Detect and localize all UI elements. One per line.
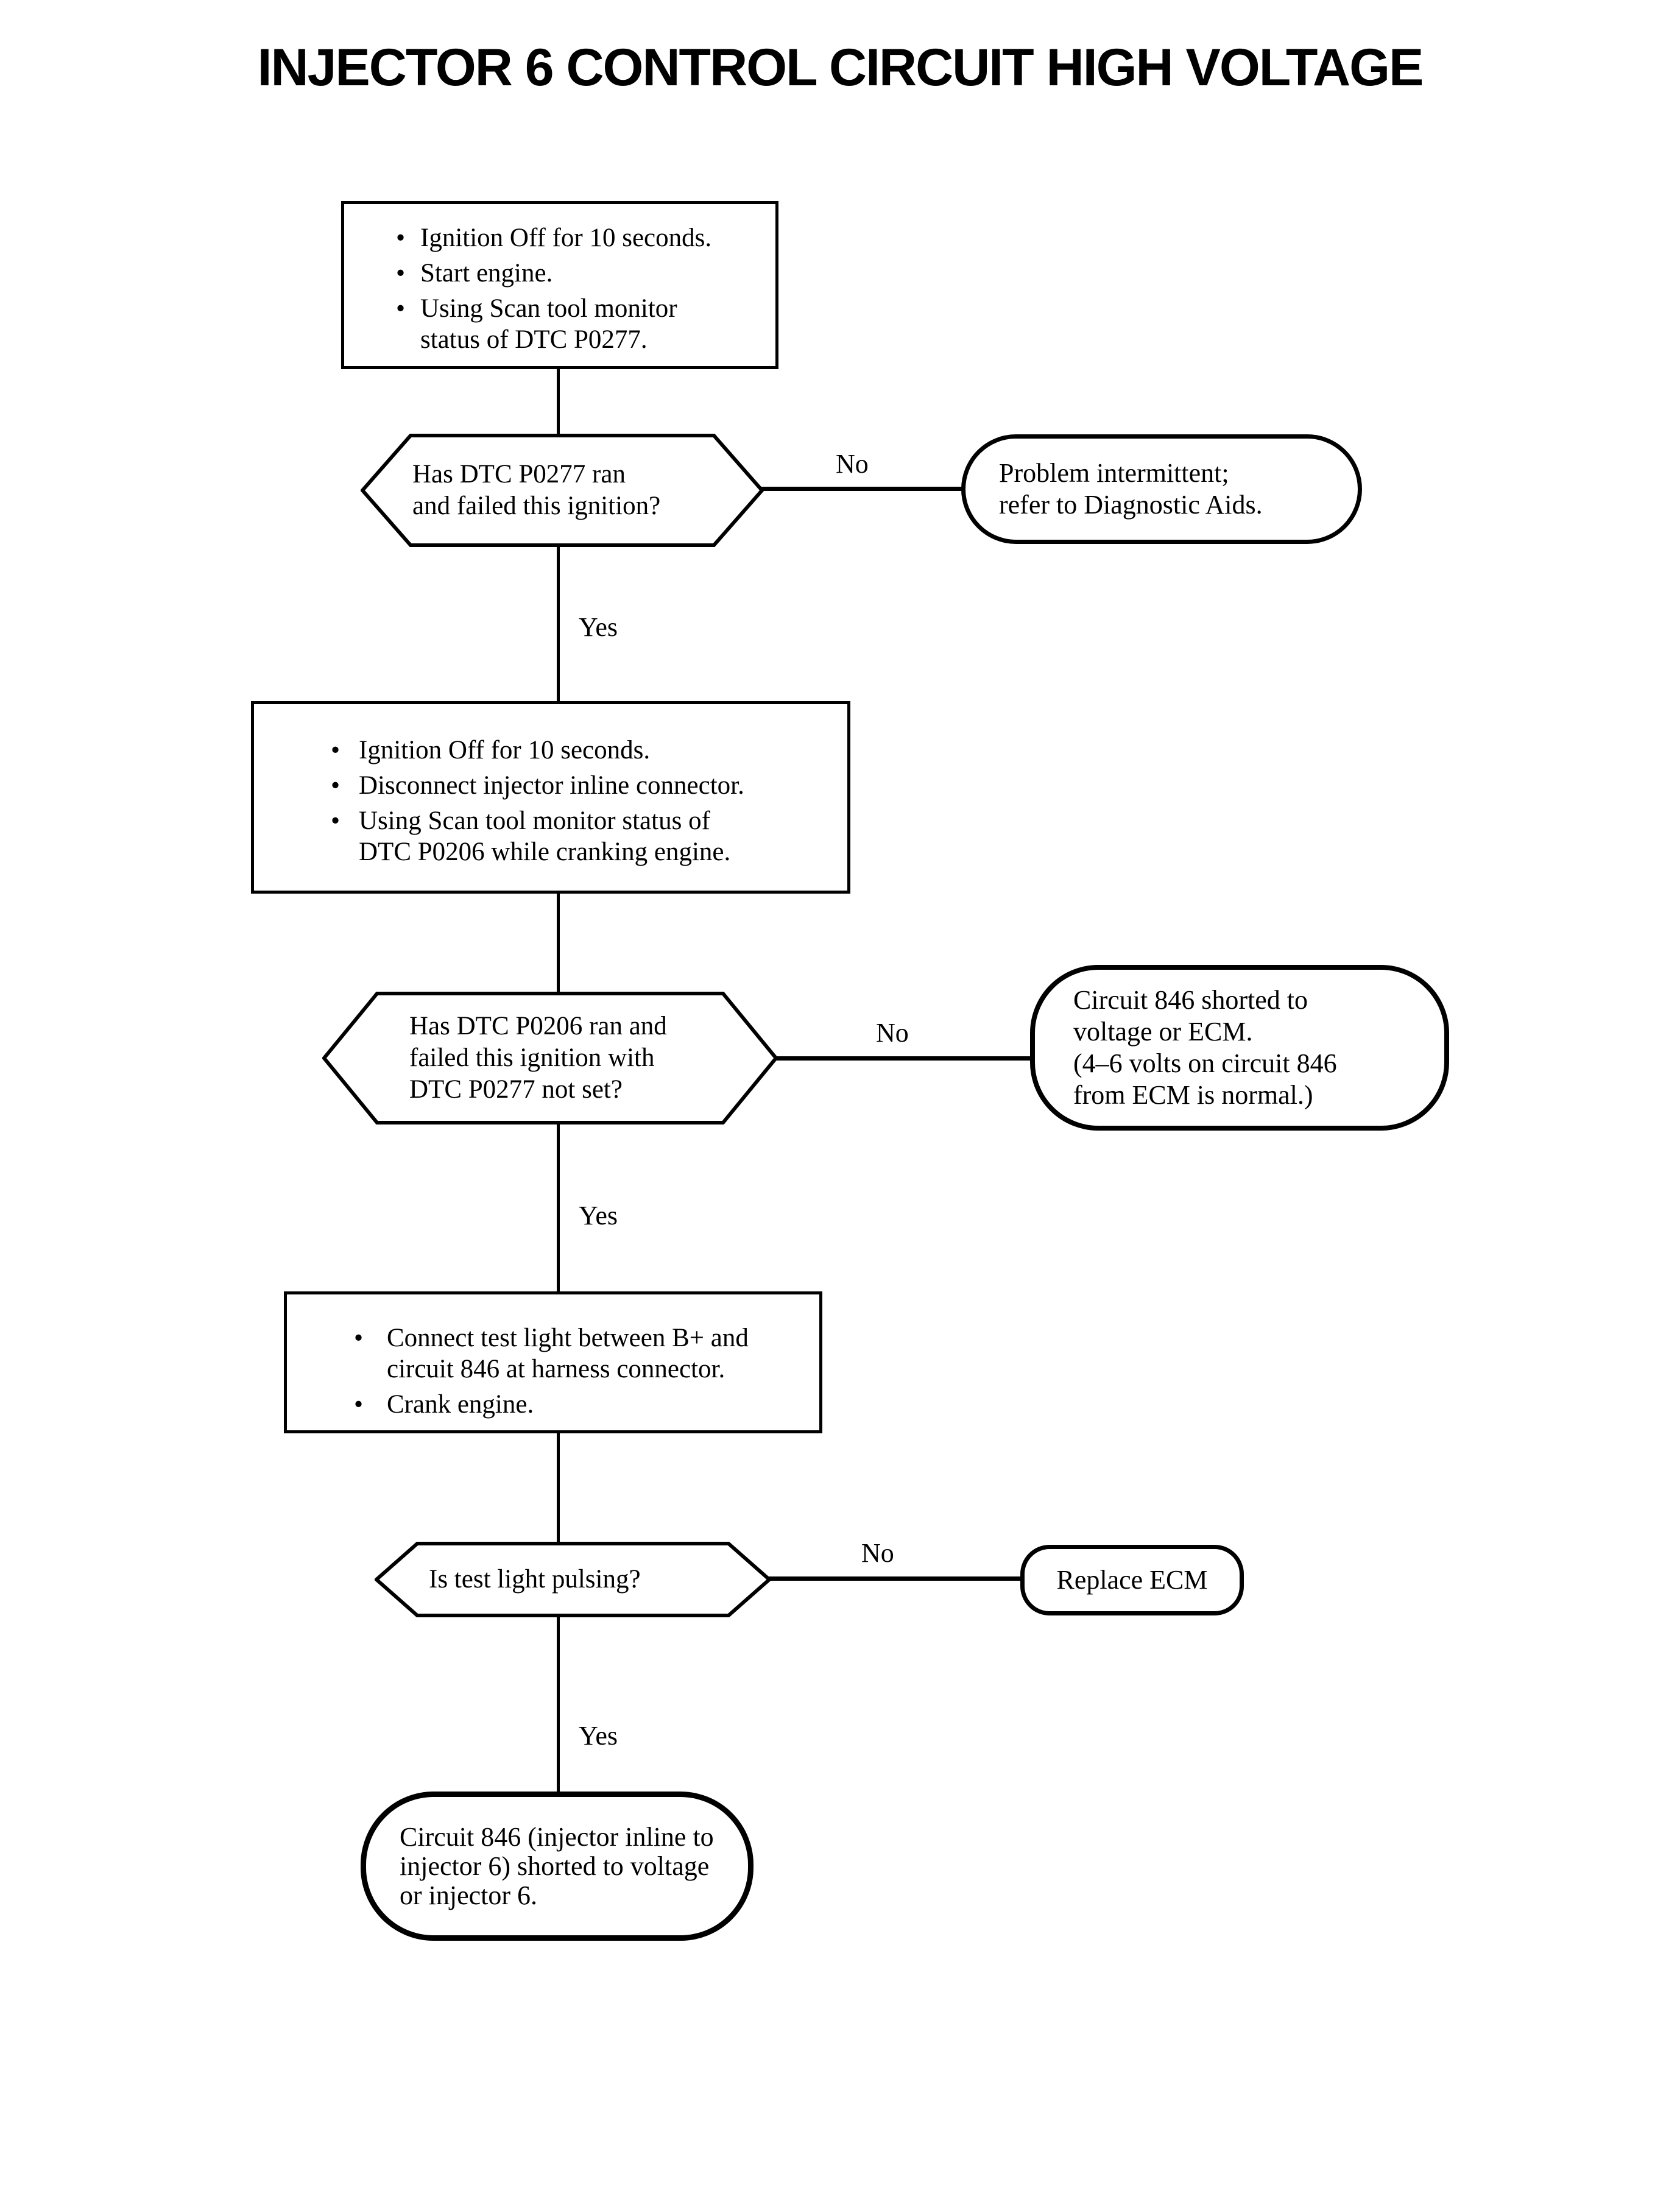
list-item: • Connect test light between B+ and circ… — [354, 1322, 801, 1385]
bullet-text: Using Scan tool monitor status of DTC P0… — [420, 294, 677, 354]
bullet-icon: • — [331, 807, 341, 835]
decision2-hexagon: Has DTC P0206 ran and failed this igniti… — [322, 990, 778, 1126]
terminal-circuit846-injector: Circuit 846 (injector inline to injector… — [361, 1792, 754, 1941]
connector-decision2-terminal2 — [775, 1056, 1031, 1061]
bullet-icon: • — [396, 294, 406, 323]
bullet-icon: • — [354, 1390, 364, 1419]
page-title: INJECTOR 6 CONTROL CIRCUIT HIGH VOLTAGE — [257, 38, 1424, 97]
terminal-replace-ecm: Replace ECM — [1020, 1545, 1244, 1615]
edge-label-no-1: No — [836, 449, 869, 479]
hexagon-shape — [361, 434, 764, 547]
edge-label-yes-1: Yes — [579, 612, 618, 642]
decision3-hexagon: Is test light pulsing? — [375, 1541, 771, 1619]
terminal3-text: Replace ECM — [1056, 1565, 1208, 1595]
hexagon-shape — [375, 1542, 771, 1617]
connector-step3-decision3 — [557, 1433, 560, 1542]
decision3-text: Is test light pulsing? — [429, 1565, 641, 1594]
edge-label-yes-2: Yes — [579, 1201, 618, 1230]
edge-label-no-2: No — [876, 1018, 909, 1048]
list-item: • Ignition Off for 10 seconds. — [396, 222, 757, 253]
bullet-text: Ignition Off for 10 seconds. — [359, 736, 651, 764]
connector-decision3-terminal3 — [769, 1576, 1022, 1581]
connector-step1-decision1 — [557, 369, 560, 434]
bullet-text: Using Scan tool monitor status of DTC P0… — [359, 807, 731, 866]
bullet-icon: • — [396, 259, 406, 288]
list-item: • Start engine. — [396, 258, 757, 289]
connector-decision2-step3 — [557, 1124, 560, 1291]
decision2-text: Has DTC P0206 ran and failed this igniti… — [409, 1012, 667, 1104]
decision1-hexagon: Has DTC P0277 ran and failed this igniti… — [361, 432, 764, 548]
list-item: • Disconnect injector inline connector. — [331, 770, 829, 801]
decision1-text: Has DTC P0277 ran and failed this igniti… — [412, 460, 661, 520]
bullet-icon: • — [331, 771, 341, 800]
edge-label-yes-3: Yes — [579, 1721, 618, 1751]
terminal-problem-intermittent: Problem intermittent; refer to Diagnosti… — [961, 434, 1362, 544]
list-item: • Using Scan tool monitor status of DTC … — [396, 293, 757, 355]
step2-box: • Ignition Off for 10 seconds. • Disconn… — [251, 701, 850, 894]
bullet-text: Disconnect injector inline connector. — [359, 771, 744, 800]
terminal-circuit846-shorted: Circuit 846 shorted to voltage or ECM. (… — [1030, 965, 1449, 1131]
bullet-icon: • — [331, 736, 341, 764]
connector-step2-decision2 — [557, 894, 560, 992]
terminal2-text: Circuit 846 shorted to voltage or ECM. (… — [1073, 985, 1337, 1110]
list-item: • Using Scan tool monitor status of DTC … — [331, 805, 829, 867]
bullet-text: Ignition Off for 10 seconds. — [420, 224, 712, 252]
terminal1-text: Problem intermittent; refer to Diagnosti… — [999, 458, 1263, 520]
list-item: • Crank engine. — [354, 1389, 801, 1420]
step1-box: • Ignition Off for 10 seconds. • Start e… — [341, 201, 778, 369]
connector-decision3-terminal4 — [557, 1617, 560, 1793]
connector-decision1-terminal1 — [761, 487, 964, 491]
bullet-text: Start engine. — [420, 259, 553, 288]
step3-box: • Connect test light between B+ and circ… — [284, 1291, 822, 1433]
bullet-text: Crank engine. — [387, 1390, 534, 1419]
connector-decision1-step2 — [557, 547, 560, 701]
list-item: • Ignition Off for 10 seconds. — [331, 735, 829, 766]
bullet-icon: • — [396, 224, 406, 252]
terminal4-text: Circuit 846 (injector inline to injector… — [400, 1821, 714, 1910]
hexagon-shape — [322, 992, 778, 1124]
edge-label-no-3: No — [861, 1538, 894, 1568]
bullet-text: Connect test light between B+ and circui… — [387, 1324, 749, 1383]
bullet-icon: • — [354, 1324, 364, 1352]
